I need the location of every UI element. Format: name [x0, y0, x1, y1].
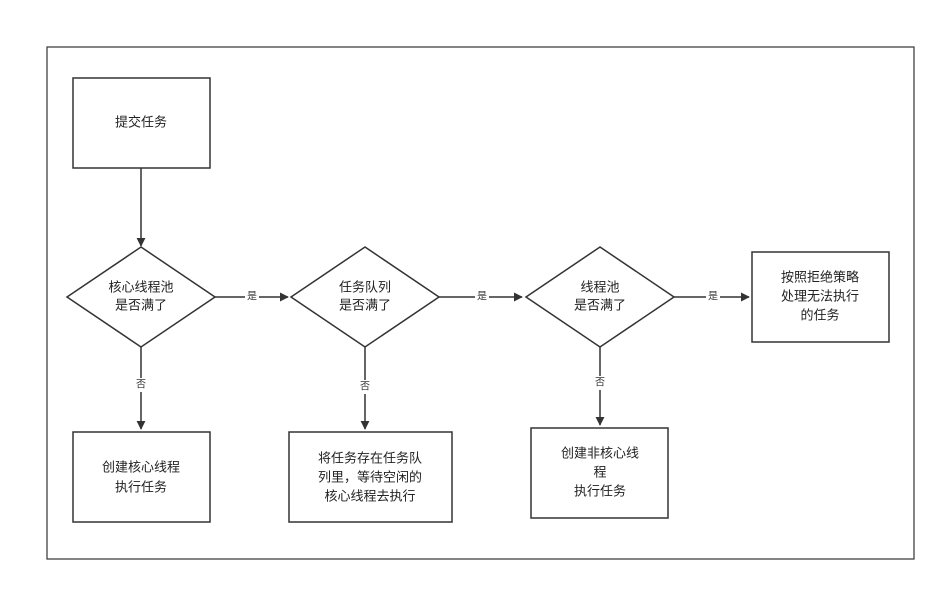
node-enqueue-task-line-3: 核心线程去执行	[324, 490, 415, 505]
node-reject-policy-line-2: 处理无法执行	[781, 290, 859, 305]
edge-label-core-yes: 是	[247, 291, 257, 303]
edge-label-bg	[706, 290, 720, 304]
edge-label-core-no: 否	[136, 379, 146, 391]
node-create-core-thread-line-2: 执行任务	[115, 480, 167, 496]
node-submit-task-text: 提交任务	[115, 115, 167, 131]
node-enqueue-task-line-2: 列里，等待空闲的	[318, 470, 422, 486]
node-create-noncore-thread-line-2: 程	[593, 466, 606, 481]
decision-queue-full: 任务队列 是否满了	[289, 246, 441, 348]
edge-label-bg	[475, 290, 489, 304]
node-create-noncore-thread: 创建非核心线 程 执行任务	[530, 427, 669, 519]
node-create-core-thread: 创建核心线程 执行任务	[72, 431, 211, 523]
decision-core-pool-full: 核心线程池 是否满了	[65, 246, 217, 348]
decision-pool-full-line-2: 是否满了	[574, 299, 626, 314]
decision-core-pool-full-line-2: 是否满了	[115, 299, 167, 314]
edge-label-bg	[358, 380, 372, 394]
node-submit-task: 提交任务	[72, 77, 211, 169]
node-enqueue-task-line-1: 将任务存在任务队	[318, 451, 422, 467]
decision-queue-full-line-2: 是否满了	[339, 299, 391, 314]
decision-pool-full: 线程池 是否满了	[524, 246, 676, 348]
node-reject-policy: 按照拒绝策略 处理无法执行 的任务	[751, 251, 890, 343]
node-create-noncore-thread-line-3: 执行任务	[574, 484, 626, 500]
node-reject-policy-line-3: 的任务	[800, 308, 839, 324]
node-reject-policy-line-1: 按照拒绝策略	[781, 270, 859, 286]
decision-queue-full-line-1: 任务队列	[339, 280, 391, 296]
decision-pool-full-line-1: 线程池	[580, 281, 619, 296]
edge-label-pool-yes: 是	[708, 291, 718, 303]
edge-label-bg	[134, 378, 148, 392]
node-create-core-thread-line-1: 创建核心线程	[102, 461, 180, 476]
edge-label-bg	[245, 290, 259, 304]
edge-label-bg	[593, 376, 607, 390]
decision-core-pool-full-line-1: 核心线程池	[108, 281, 173, 296]
edge-label-pool-no: 否	[595, 377, 605, 389]
edge-label-queue-yes: 是	[477, 291, 487, 303]
node-create-noncore-thread-line-1: 创建非核心线	[561, 447, 639, 462]
node-enqueue-task: 将任务存在任务队 列里，等待空闲的 核心线程去执行	[288, 431, 453, 523]
edge-label-queue-no: 否	[360, 381, 370, 393]
